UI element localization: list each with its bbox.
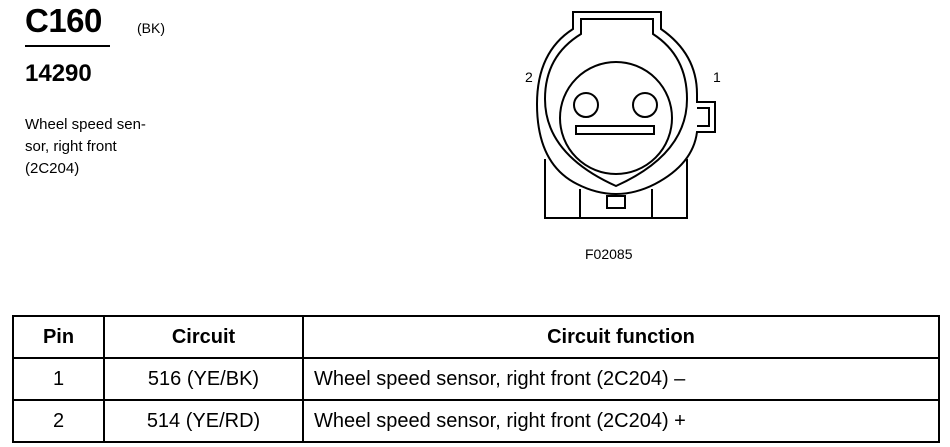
column-header-circuit-function: Circuit function [302, 315, 940, 359]
pin-label-1: 1 [713, 69, 721, 85]
figure-code: F02085 [585, 246, 633, 262]
description-line: sor, right front [25, 138, 117, 155]
description-line: (2C204) [25, 160, 80, 177]
table-row: 1 516 (YE/BK) Wheel speed sensor, right … [12, 357, 940, 401]
connector-key-tab [697, 107, 710, 127]
pin-table: Pin Circuit Circuit function 1 516 (YE/B… [12, 315, 940, 443]
connector-key-bar [575, 125, 655, 135]
part-number: 14290 [25, 60, 92, 87]
cell-pin: 1 [12, 357, 105, 401]
pin-label-2: 2 [525, 69, 533, 85]
connector-id: C160 [25, 2, 102, 39]
connector-shroud-outer [535, 11, 716, 195]
description-line: Wheel speed sen- [25, 116, 146, 133]
cell-circuit-function: Wheel speed sensor, right front (2C204) … [302, 357, 940, 401]
connector-lower-housing [544, 159, 688, 219]
pin-cavity-1 [632, 92, 658, 118]
column-header-circuit: Circuit [103, 315, 304, 359]
table-row: 2 514 (YE/RD) Wheel speed sensor, right … [12, 399, 940, 443]
connector-lower-housing-inner [579, 189, 653, 218]
cell-circuit-function: Wheel speed sensor, right front (2C204) … [302, 399, 940, 443]
column-header-pin: Pin [12, 315, 105, 359]
connector-shroud-inner [543, 18, 689, 188]
cell-pin: 2 [12, 399, 105, 443]
cell-circuit: 514 (YE/RD) [103, 399, 304, 443]
title-underline [25, 45, 110, 47]
connector-color-code: (BK) [137, 20, 165, 36]
connector-face [559, 61, 673, 175]
cell-circuit: 516 (YE/BK) [103, 357, 304, 401]
table-header-row: Pin Circuit Circuit function [12, 315, 940, 359]
connector-description: Wheel speed sen- sor, right front (2C204… [25, 114, 146, 180]
connector-latch-slot [606, 195, 626, 209]
pin-cavity-2 [573, 92, 599, 118]
connector-face-diagram: 2 1 [525, 11, 721, 219]
